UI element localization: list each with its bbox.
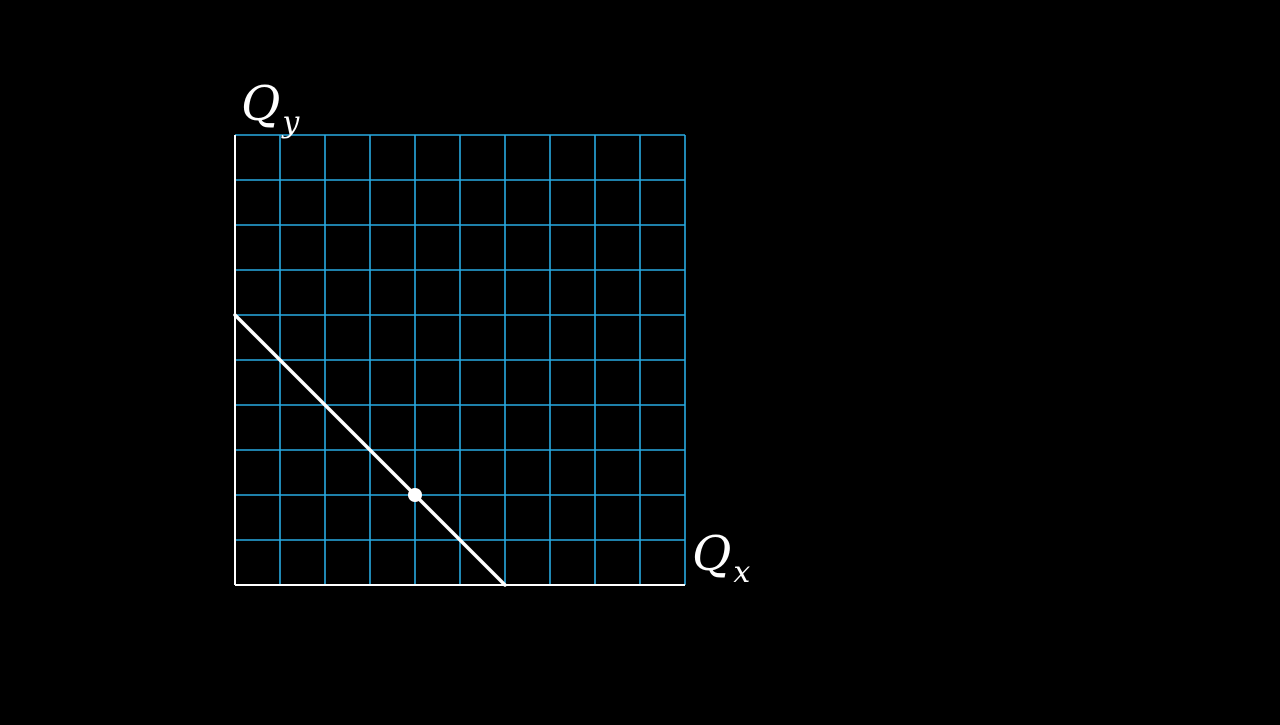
y-axis-label: Qy xyxy=(241,80,299,138)
series-layer xyxy=(233,313,507,587)
points-layer xyxy=(408,488,422,502)
highlight-point xyxy=(408,488,422,502)
x-axis-label-subscript: x xyxy=(733,555,751,590)
axes-layer xyxy=(234,135,685,586)
grid-layer xyxy=(235,134,686,585)
x-axis-label-main: Q xyxy=(692,526,732,582)
y-axis-label-main: Q xyxy=(241,76,281,132)
y-axis-label-subscript: y xyxy=(282,105,300,140)
x-axis-label: Qx xyxy=(692,530,750,588)
series-line xyxy=(233,313,507,587)
